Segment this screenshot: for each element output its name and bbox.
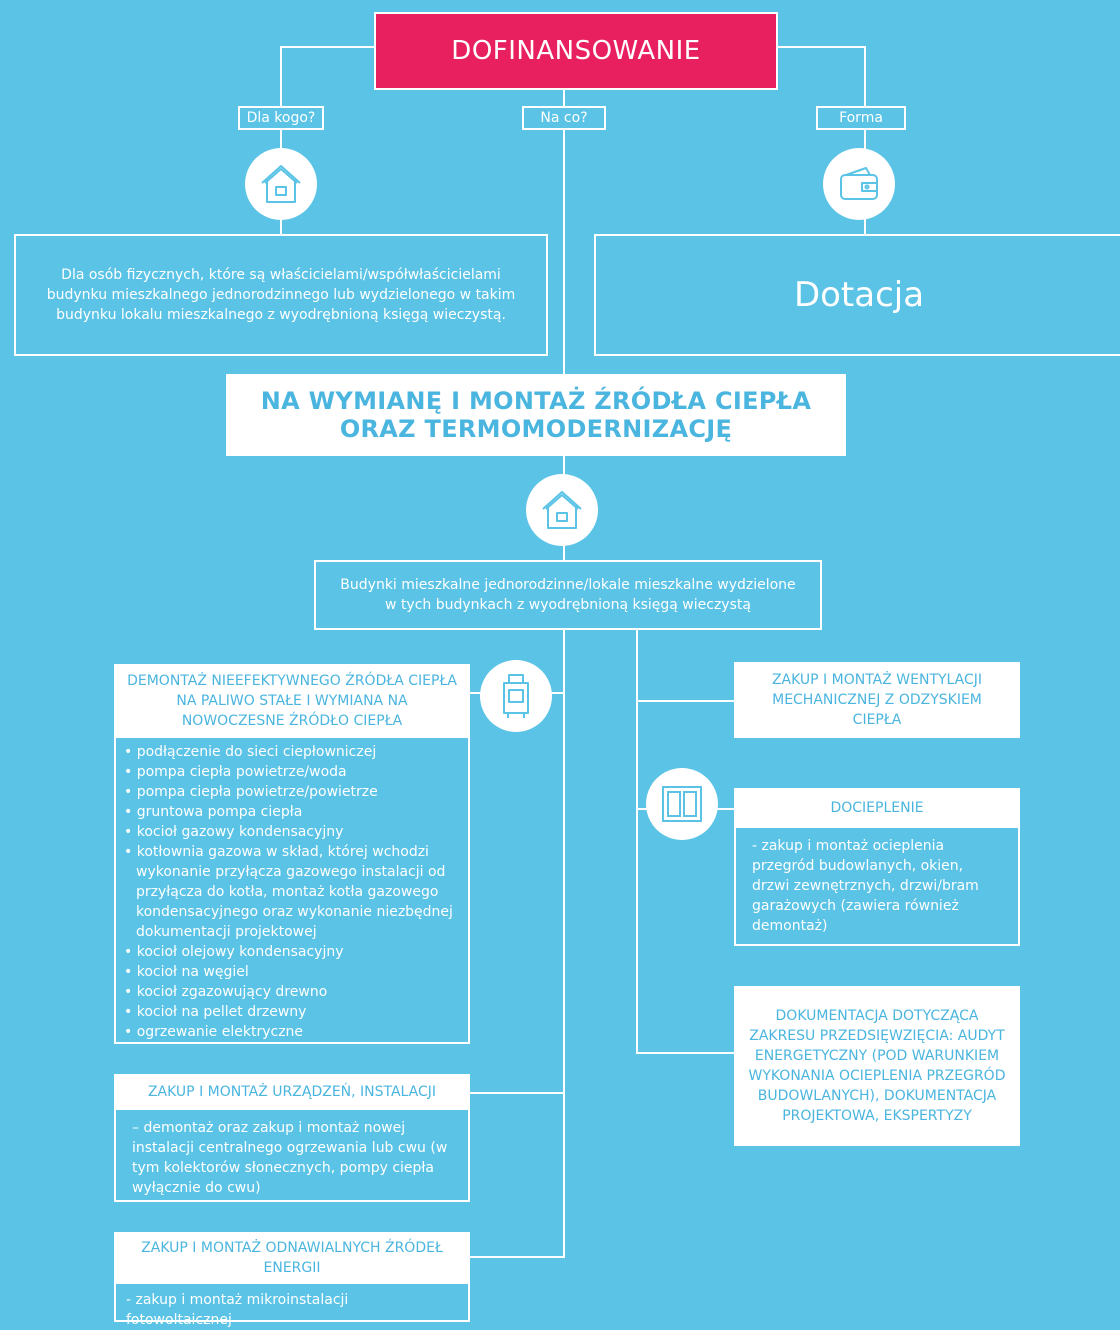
house-icon bbox=[245, 148, 317, 220]
renewable-title: ZAKUP I MONTAŻ ODNAWIALNYCH ŹRÓDEŁ ENERG… bbox=[114, 1232, 470, 1284]
insulation-text: - zakup i montaż ocieplenia przegród bud… bbox=[734, 826, 1020, 946]
list-item: kotłownia gazowa w skład, której wchodzi… bbox=[124, 842, 460, 942]
window-icon bbox=[646, 768, 718, 840]
wallet-icon bbox=[823, 148, 895, 220]
connector-line bbox=[864, 46, 866, 236]
who-description: Dla osób fizycznych, które są właściciel… bbox=[14, 234, 548, 356]
connector-line bbox=[280, 46, 376, 48]
connector-line bbox=[470, 1256, 564, 1258]
list-item: pompa ciepła powietrze/woda bbox=[124, 762, 460, 782]
list-item: kocioł na pellet drzewny bbox=[124, 1002, 460, 1022]
list-item: gruntowa pompa ciepła bbox=[124, 802, 460, 822]
ventilation-title: ZAKUP I MONTAŻ WENTYLACJI MECHANICZNEJ Z… bbox=[734, 662, 1020, 738]
page-title: DOFINANSOWANIE bbox=[374, 12, 778, 90]
tag-form: Forma bbox=[816, 106, 906, 130]
list-item: kocioł zgazowujący drewno bbox=[124, 982, 460, 1002]
boiler-icon bbox=[480, 660, 552, 732]
connector-line bbox=[636, 628, 638, 1054]
form-box: Dotacja bbox=[594, 234, 1120, 356]
connector-line bbox=[470, 1092, 564, 1094]
buildings-description: Budynki mieszkalne jednorodzinne/lokale … bbox=[314, 560, 822, 630]
main-heading-line2: ORAZ TERMOMODERNIZACJĘ bbox=[339, 415, 733, 443]
tag-who: Dla kogo? bbox=[238, 106, 324, 130]
installations-text: – demontaż oraz zakup i montaż nowej ins… bbox=[114, 1108, 470, 1202]
heat-source-list: podłączenie do sieci ciepłowniczej pompa… bbox=[114, 736, 470, 1044]
connector-line bbox=[636, 1052, 736, 1054]
connector-line bbox=[563, 90, 565, 1258]
insulation-title: DOCIEPLENIE bbox=[734, 788, 1020, 828]
connector-line bbox=[776, 46, 866, 48]
main-heading: NA WYMIANĘ I MONTAŻ ŹRÓDŁA CIEPŁA ORAZ T… bbox=[226, 374, 846, 456]
list-item: kocioł olejowy kondensacyjny bbox=[124, 942, 460, 962]
list-item: pompa ciepła powietrze/powietrze bbox=[124, 782, 460, 802]
house-icon bbox=[526, 474, 598, 546]
list-item: ogrzewanie elektryczne bbox=[124, 1022, 460, 1042]
renewable-text: - zakup i montaż mikroinstalacji fotowol… bbox=[114, 1282, 470, 1328]
form-value: Dotacja bbox=[793, 275, 925, 315]
list-item: kocioł gazowy kondensacyjny bbox=[124, 822, 460, 842]
connector-line bbox=[280, 46, 282, 236]
heat-source-title: DEMONTAŻ NIEEFEKTYWNEGO ŹRÓDŁA CIEPŁA NA… bbox=[114, 664, 470, 738]
list-item: kocioł na węgiel bbox=[124, 962, 460, 982]
connector-line bbox=[636, 700, 736, 702]
list-item: podłączenie do sieci ciepłowniczej bbox=[124, 742, 460, 762]
installations-title: ZAKUP I MONTAŻ URZĄDZEŃ, INSTALACJI bbox=[114, 1074, 470, 1110]
tag-what: Na co? bbox=[522, 106, 606, 130]
documentation-title: DOKUMENTACJA DOTYCZĄCA ZAKRESU PRZEDSIĘW… bbox=[734, 986, 1020, 1146]
main-heading-line1: NA WYMIANĘ I MONTAŻ ŹRÓDŁA CIEPŁA bbox=[260, 387, 812, 415]
